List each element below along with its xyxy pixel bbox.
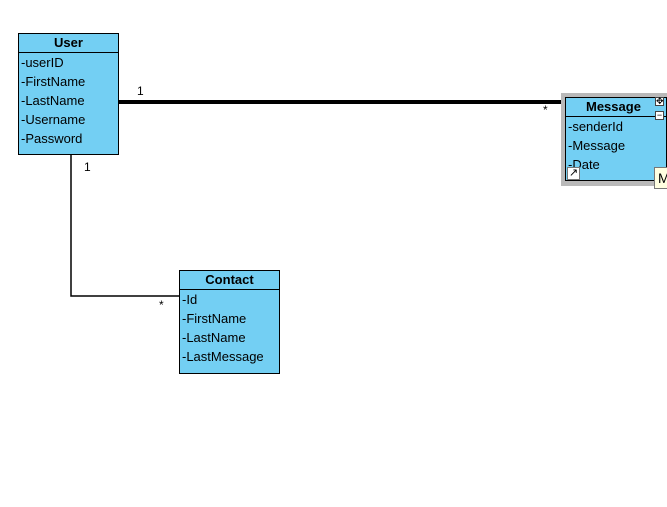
collapse-icon[interactable]: − [655,110,664,120]
user-attribute[interactable]: -LastName [21,93,85,108]
user-contact-target-multiplicity: * [159,298,164,312]
resize-arrow-icon[interactable]: ↗ [567,167,580,180]
user-contact-source-multiplicity: 1 [84,160,91,174]
user-class-name: User [19,34,118,53]
user-class[interactable]: User -userID -FirstName -LastName -Usern… [18,33,119,155]
contact-class[interactable]: Contact -Id -FirstName -LastName -LastMe… [179,270,280,374]
message-attribute[interactable]: -Date [568,157,600,172]
user-message-target-multiplicity: * [543,103,548,117]
user-attribute[interactable]: -Password [21,131,83,146]
user-attribute[interactable]: -FirstName [21,74,86,89]
contact-attribute[interactable]: -FirstName [182,311,247,326]
contact-class-name: Contact [180,271,279,290]
user-contact-association[interactable] [70,155,180,297]
user-attribute[interactable]: -Username [21,112,86,127]
message-attribute[interactable]: -senderId [568,119,623,134]
message-attribute[interactable]: -Message [568,138,626,153]
message-class-name: Message [566,98,666,117]
contact-attribute[interactable]: -LastName [182,330,246,345]
message-class[interactable]: Message -senderId -Message -Date [565,97,667,181]
contact-attribute[interactable]: -Id [182,292,198,307]
move-handle-icon[interactable]: ✥ [655,96,664,106]
contact-attribute[interactable]: -LastMessage [182,349,264,364]
user-attribute[interactable]: -userID [21,55,64,70]
tooltip: M [654,167,667,189]
user-message-source-multiplicity: 1 [137,84,144,98]
